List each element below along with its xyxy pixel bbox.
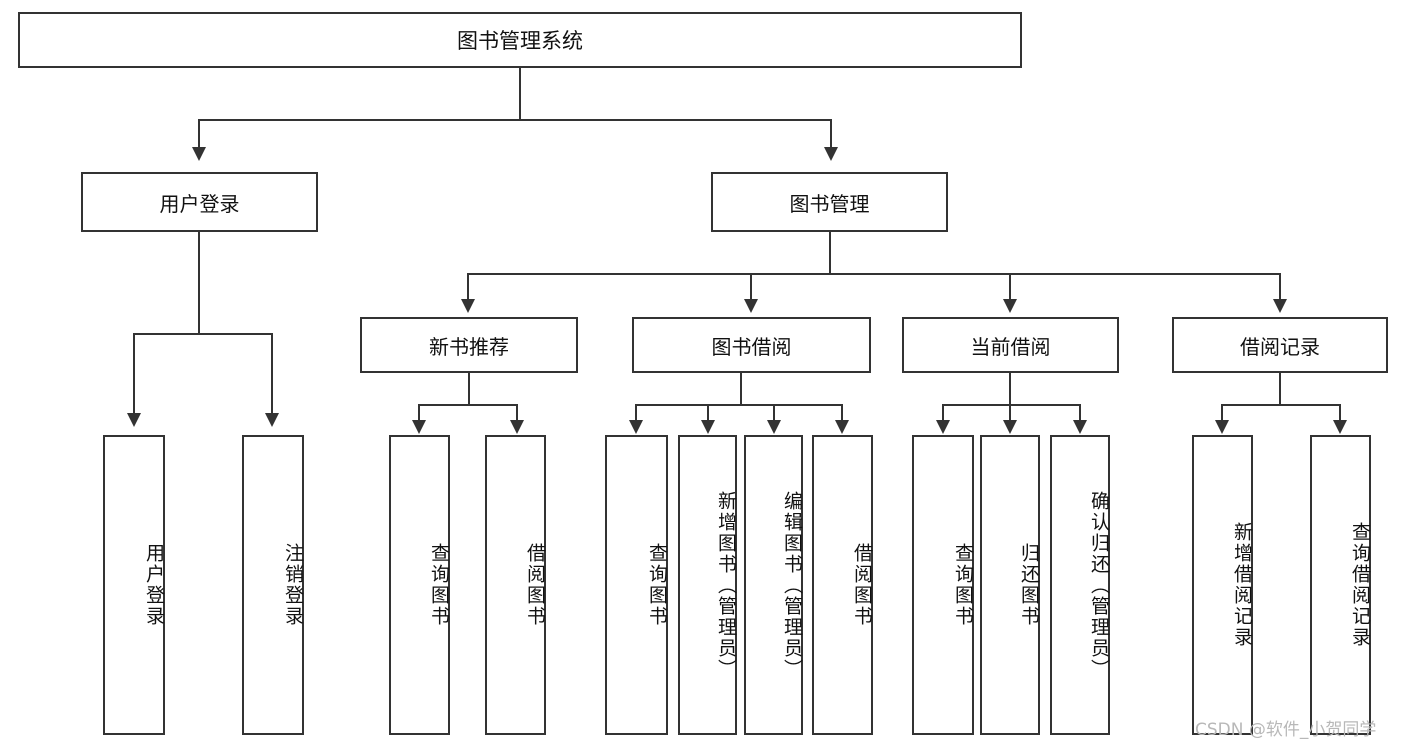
- leaf-query-book-borrow[interactable]: 查询图书: [605, 435, 668, 735]
- leaf-add-book-admin-label: 新增图书（管理员）: [715, 490, 737, 680]
- arrowhead-bm-to-current-borrow: [1003, 299, 1017, 313]
- leaf-user-login-label: 用户登录: [143, 543, 165, 627]
- leaf-borrow-book[interactable]: 借阅图书: [812, 435, 873, 735]
- leaf-borrow-book-label: 借阅图书: [851, 543, 873, 627]
- leaf-add-book-admin[interactable]: 新增图书（管理员）: [678, 435, 737, 735]
- connector-root-bus: [198, 119, 832, 121]
- node-book-management[interactable]: 图书管理: [711, 172, 948, 232]
- arrowhead-new-book-to-leaf-2: [510, 420, 524, 434]
- connector-current-borrow-stem: [1009, 373, 1011, 405]
- node-new-book-recommend[interactable]: 新书推荐: [360, 317, 578, 373]
- arrowhead-br-to-leaf-1: [1215, 420, 1229, 434]
- connector-bb-to-leaf-3: [773, 404, 775, 422]
- arrowhead-cb-to-leaf-1: [936, 420, 950, 434]
- leaf-query-book-current[interactable]: 查询图书: [912, 435, 974, 735]
- connector-bb-to-leaf-2: [707, 404, 709, 422]
- arrowhead-root-to-book-management: [824, 147, 838, 161]
- leaf-query-borrow-record-label: 查询借阅记录: [1349, 522, 1371, 648]
- arrowhead-root-to-user-login: [192, 147, 206, 161]
- leaf-logout[interactable]: 注销登录: [242, 435, 304, 735]
- leaf-user-login[interactable]: 用户登录: [103, 435, 165, 735]
- leaf-borrow-book-recommend-label: 借阅图书: [524, 543, 546, 627]
- leaf-query-book-borrow-label: 查询图书: [646, 543, 668, 627]
- arrowhead-bb-to-leaf-1: [629, 420, 643, 434]
- node-current-borrow-label: 当前借阅: [970, 334, 1051, 359]
- connector-book-borrow-stem: [740, 373, 742, 405]
- connector-bb-to-leaf-1: [635, 404, 637, 422]
- watermark-csdn: CSDN @软件_小贺同学: [1195, 720, 1377, 740]
- connector-user-login-to-leaf-1: [133, 333, 135, 415]
- arrowhead-bm-to-borrow-record: [1273, 299, 1287, 313]
- node-root-book-management-system[interactable]: 图书管理系统: [18, 12, 1022, 68]
- leaf-query-book-recommend[interactable]: 查询图书: [389, 435, 450, 735]
- leaf-query-book-current-label: 查询图书: [952, 543, 974, 627]
- arrowhead-bm-to-book-borrow: [744, 299, 758, 313]
- leaf-edit-book-admin[interactable]: 编辑图书（管理员）: [744, 435, 803, 735]
- leaf-logout-label: 注销登录: [282, 543, 304, 627]
- connector-bm-to-borrow-record: [1279, 273, 1281, 301]
- connector-cb-to-leaf-2: [1009, 404, 1011, 422]
- connector-bb-to-leaf-4: [841, 404, 843, 422]
- node-new-book-recommend-label: 新书推荐: [429, 334, 509, 359]
- leaf-query-borrow-record[interactable]: 查询借阅记录: [1310, 435, 1371, 735]
- connector-borrow-record-stem: [1279, 373, 1281, 405]
- connector-new-book-bus: [418, 404, 518, 406]
- connector-root-to-book-management: [830, 119, 832, 149]
- connector-br-to-leaf-1: [1221, 404, 1223, 422]
- leaf-query-book-recommend-label: 查询图书: [428, 543, 450, 627]
- connector-bm-to-book-borrow: [750, 273, 752, 301]
- arrowhead-br-to-leaf-2: [1333, 420, 1347, 434]
- connector-new-book-to-leaf-2: [516, 404, 518, 422]
- connector-bm-to-new-book: [467, 273, 469, 301]
- connector-user-login-bus: [133, 333, 271, 335]
- connector-cb-to-leaf-1: [942, 404, 944, 422]
- leaf-add-borrow-record-label: 新增借阅记录: [1231, 522, 1253, 648]
- node-borrow-record[interactable]: 借阅记录: [1172, 317, 1388, 373]
- arrowhead-new-book-to-leaf-1: [412, 420, 426, 434]
- leaf-return-book[interactable]: 归还图书: [980, 435, 1040, 735]
- node-root-label: 图书管理系统: [457, 29, 583, 53]
- connector-book-management-stem: [829, 232, 831, 274]
- arrowhead-user-login-to-leaf-1: [127, 413, 141, 427]
- node-current-borrow[interactable]: 当前借阅: [902, 317, 1119, 373]
- arrowhead-user-login-to-leaf-2: [265, 413, 279, 427]
- connector-br-to-leaf-2: [1339, 404, 1341, 422]
- node-user-login[interactable]: 用户登录: [81, 172, 318, 232]
- arrowhead-bb-to-leaf-4: [835, 420, 849, 434]
- connector-bm-to-current-borrow: [1009, 273, 1011, 301]
- connector-new-book-stem: [468, 373, 470, 405]
- leaf-confirm-return-admin[interactable]: 确认归还（管理员）: [1050, 435, 1110, 735]
- connector-user-login-to-leaf-2: [271, 333, 273, 415]
- arrowhead-bb-to-leaf-2: [701, 420, 715, 434]
- connector-user-login-stem: [198, 232, 200, 334]
- connector-cb-to-leaf-3: [1079, 404, 1081, 422]
- connector-new-book-to-leaf-1: [418, 404, 420, 422]
- connector-root-stem: [519, 68, 521, 120]
- arrowhead-bm-to-new-book: [461, 299, 475, 313]
- node-book-management-label: 图书管理: [789, 191, 870, 216]
- arrowhead-bb-to-leaf-3: [767, 420, 781, 434]
- leaf-confirm-return-admin-label: 确认归还（管理员）: [1088, 490, 1110, 680]
- arrowhead-cb-to-leaf-3: [1073, 420, 1087, 434]
- connector-book-management-bus: [467, 273, 1281, 275]
- connector-current-borrow-bus: [942, 404, 1080, 406]
- arrowhead-cb-to-leaf-2: [1003, 420, 1017, 434]
- connector-root-to-user-login: [198, 119, 200, 149]
- node-book-borrow-label: 图书借阅: [711, 334, 792, 359]
- connector-book-borrow-bus: [635, 404, 842, 406]
- leaf-return-book-label: 归还图书: [1018, 543, 1040, 627]
- connector-borrow-record-bus: [1221, 404, 1340, 406]
- node-user-login-label: 用户登录: [159, 191, 240, 216]
- leaf-add-borrow-record[interactable]: 新增借阅记录: [1192, 435, 1253, 735]
- node-book-borrow[interactable]: 图书借阅: [632, 317, 871, 373]
- leaf-borrow-book-recommend[interactable]: 借阅图书: [485, 435, 546, 735]
- node-borrow-record-label: 借阅记录: [1240, 334, 1320, 359]
- leaf-edit-book-admin-label: 编辑图书（管理员）: [781, 490, 803, 680]
